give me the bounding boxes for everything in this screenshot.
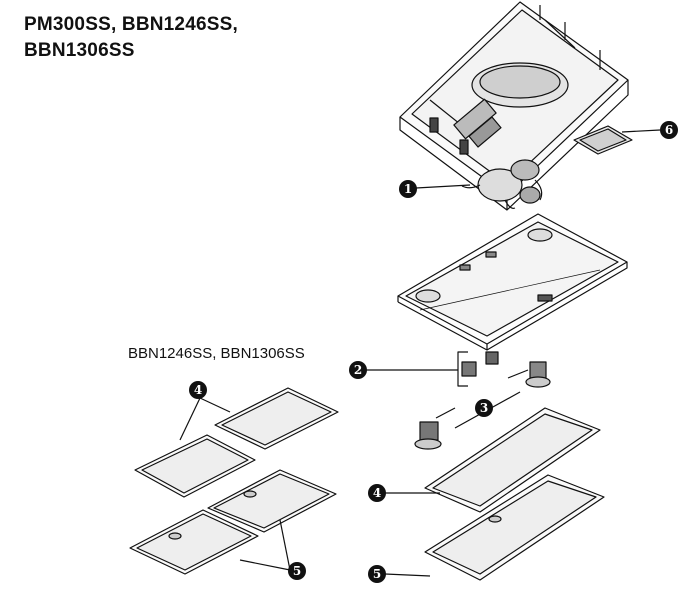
svg-text:4: 4: [194, 383, 202, 397]
svg-text:6: 6: [665, 123, 673, 137]
left-group-label: BBN1246SS, BBN1306SS: [128, 345, 305, 362]
svg-text:4: 4: [373, 486, 381, 500]
callout-4-right: 4: [368, 484, 386, 502]
callout-1: 1: [399, 180, 417, 198]
part-6-filter-plate: [573, 125, 661, 155]
callout-5-left: 5: [288, 562, 306, 580]
left-charcoal-filters-4: [134, 387, 339, 498]
callout-2: 2: [349, 361, 367, 379]
svg-text:3: 3: [480, 401, 488, 415]
right-baffle-filter-4: [385, 407, 601, 513]
callout-6: 6: [660, 121, 678, 139]
hood-housing: [399, 1, 629, 211]
diagram-title-line-2: BBN1306SS: [24, 40, 135, 61]
diagram-title-line-1: PM300SS, BBN1246SS,: [24, 14, 238, 35]
svg-text:5: 5: [293, 564, 301, 578]
right-baffle-filter-5: [384, 474, 605, 581]
part-2-connectors: [366, 351, 499, 387]
hood-liner-panel: [397, 213, 628, 351]
callout-4-left: 4: [189, 381, 207, 399]
svg-text:2: 2: [354, 363, 362, 377]
part-3-light-fixtures: [414, 361, 551, 450]
callout-3: 3: [475, 399, 493, 417]
left-baffle-filters-5: [129, 469, 337, 575]
svg-text:5: 5: [373, 567, 381, 581]
part-1-motor-blower: [415, 159, 543, 209]
svg-text:1: 1: [404, 182, 412, 196]
callout-5-right: 5: [368, 565, 386, 583]
